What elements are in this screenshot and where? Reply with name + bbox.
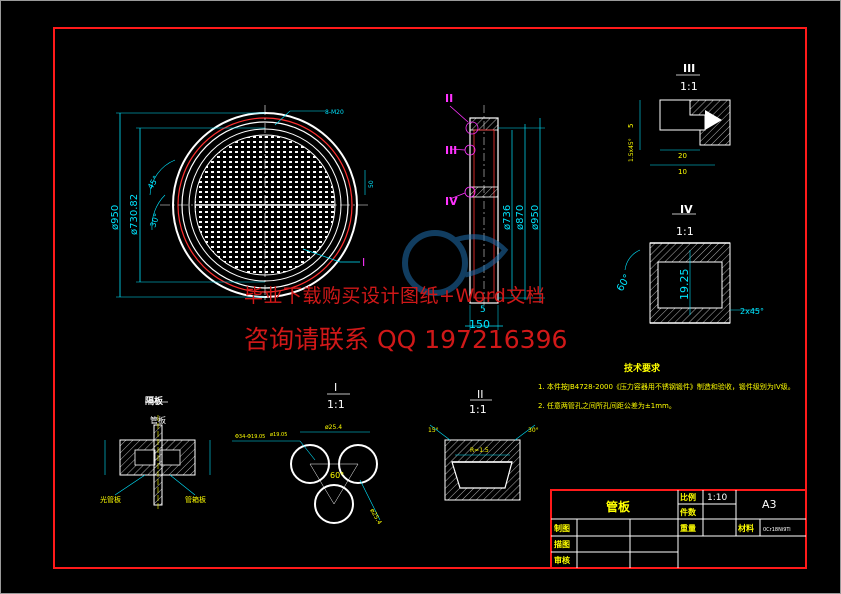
detail-partition-label-1: 管板 <box>150 415 166 425</box>
detail-partition-label-3: 管箱板 <box>185 495 206 504</box>
side-note: 50 <box>368 180 375 188</box>
detail-II-angle-1: 15° <box>428 427 439 434</box>
callout-II: II <box>445 92 453 105</box>
tech-req-heading: 技术要求 <box>624 362 661 374</box>
title-row-trace: 描图 <box>554 539 570 549</box>
watermark-logo <box>402 230 509 296</box>
detail-II-radius: R=1.5 <box>470 447 489 454</box>
detail-I-angle: 60° <box>330 471 344 480</box>
detail-I-dim-2: ø19.05 <box>270 432 287 438</box>
detail-II-angle-2: 30° <box>528 427 539 434</box>
title-weight-label: 重量 <box>680 523 696 533</box>
callout-IV: IV <box>445 195 458 208</box>
detail-II <box>429 399 536 501</box>
detail-partition <box>104 401 211 510</box>
title-material-label: 材料 <box>738 523 754 533</box>
detail-III-scale: 1:1 <box>680 80 698 93</box>
detail-II-scale: 1:1 <box>469 403 487 416</box>
dim-angle-a: 45° <box>146 174 161 191</box>
detail-IV-width: 19.25 <box>678 269 691 301</box>
callout-III: III <box>445 144 457 157</box>
title-row-review: 审核 <box>554 555 570 565</box>
detail-IV <box>624 213 760 324</box>
watermark-line-1: 毕业下载购买设计图纸+Word文档 <box>244 285 546 307</box>
detail-III-dim-2: 20 <box>678 152 687 160</box>
drawing-frame <box>53 27 807 569</box>
detail-IV-angle: 60° <box>615 273 633 294</box>
detail-IV-title: IV <box>680 203 693 216</box>
title-block <box>550 489 807 569</box>
tech-req-item-2: 2. 任意两管孔之间所孔间距公差为±1mm。 <box>538 401 676 410</box>
detail-I-dim-1: ø25.4 <box>325 424 342 431</box>
detail-partition-title: 隔板 <box>145 395 164 407</box>
detail-IV-scale: 1:1 <box>676 225 694 238</box>
detail-I-dim-3: ø25.4 <box>368 508 383 526</box>
detail-III-title: III <box>683 62 695 75</box>
title-part-name: 管板 <box>606 499 631 514</box>
title-material-value: 0Cr18Ni9Ti <box>763 527 791 533</box>
hole-note: 8-M20 <box>325 109 344 116</box>
detail-III-dim-4: 10 <box>678 168 687 176</box>
section-mark-I: I <box>362 256 365 269</box>
title-scale-value: 1:10 <box>707 493 727 503</box>
dim-thickness: 150 <box>469 318 490 331</box>
detail-III <box>639 74 731 166</box>
dim-offset: 5 <box>480 305 486 315</box>
detail-I-title: I <box>334 381 337 394</box>
watermark-line-2: 咨询请联系 QQ 197216396 <box>244 325 568 354</box>
detail-III-dim-3: 1.5x45° <box>628 138 635 162</box>
dim-side-2: ø870 <box>515 205 526 230</box>
detail-IV-chamfer: 2x45° <box>740 307 764 316</box>
title-qty-label: 件数 <box>680 507 697 517</box>
dim-outer-diameter: ø950 <box>110 205 121 230</box>
detail-I-scale: 1:1 <box>327 398 345 411</box>
detail-II-title: II <box>477 388 484 401</box>
detail-partition-label-2: 光管板 <box>100 495 121 504</box>
dim-side-1: ø736 <box>502 205 513 230</box>
dim-angle-b: 30° <box>148 212 161 228</box>
main-view <box>116 105 370 300</box>
tech-req-item-1: 1. 本件按JB4728-2000《压力容器用不锈钢锻件》制造和验收，锻件级别为… <box>538 382 795 391</box>
side-view <box>449 105 545 330</box>
title-sheet-size: A3 <box>762 498 777 511</box>
detail-III-dim-1: 5 <box>627 124 635 128</box>
detail-I-note: Φ34-Φ19.05 <box>235 434 265 440</box>
detail-I <box>232 393 381 524</box>
dim-inner-diameter: ø730.82 <box>129 194 140 235</box>
title-row-draw: 制图 <box>554 523 570 533</box>
title-scale-label: 比例 <box>680 492 696 502</box>
dim-side-3: ø950 <box>530 205 541 230</box>
